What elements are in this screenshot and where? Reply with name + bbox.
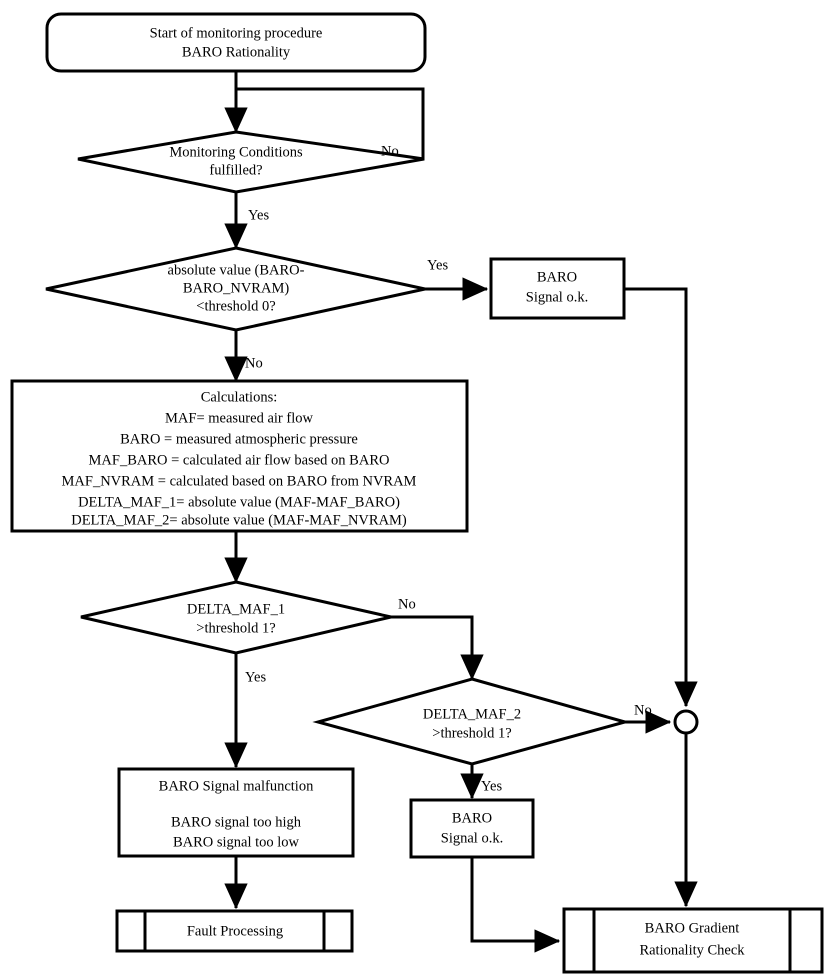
calculations-line4: MAF_BARO = calculated air flow based on … [89,452,390,468]
baro-signal-ok-top-line1: BARO [537,269,577,285]
decision-delta-maf-1-shape [80,580,392,655]
start-label-line1: Start of monitoring procedure [150,25,323,41]
baro-gradient-check-line1: BARO Gradient [645,920,740,936]
node-baro-signal-ok-top[interactable]: BARO Signal o.k. [489,257,626,320]
node-baro-signal-malfunction[interactable]: BARO Signal malfunction BARO signal too … [117,767,355,858]
edge-label-baro-threshold-yes: Yes [427,257,448,273]
baro-signal-ok-bottom-line1: BARO [452,810,492,826]
node-calculations[interactable]: Calculations: MAF= measured air flow BAR… [10,379,469,533]
calculations-line2: MAF= measured air flow [165,410,313,426]
baro-signal-malfunction-line1: BARO Signal malfunction [159,778,314,794]
edge-label-delta1-yes: Yes [245,669,266,685]
edge-label-baro-threshold-no: No [245,355,263,371]
decision-monitoring-shape [77,130,425,194]
calculations-line5: MAF_NVRAM = calculated based on BARO fro… [62,473,417,489]
node-decision-baro-threshold[interactable]: absolute value (BARO- BARO_NVRAM) <thres… [45,246,426,332]
calculations-line6: DELTA_MAF_1= absolute value (MAF-MAF_BAR… [78,494,400,510]
node-start[interactable]: Start of monitoring procedure BARO Ratio… [45,12,427,73]
node-decision-delta-maf-1[interactable]: DELTA_MAF_1 >threshold 1? [80,580,392,655]
node-decision-monitoring[interactable]: Monitoring Conditions fulfilled? [77,130,425,194]
baro-signal-ok-bottom-shape [409,798,535,859]
edge-label-delta2-yes: Yes [481,778,502,794]
calculations-line7: DELTA_MAF_2= absolute value (MAF-MAF_NVR… [71,512,407,528]
baro-gradient-check-line2: Rationality Check [639,942,745,958]
start-label-line2: BARO Rationality [182,44,291,60]
node-fault-processing[interactable]: Fault Processing [115,909,354,953]
calculations-line3: BARO = measured atmospheric pressure [120,431,358,447]
edge-label-monitoring-no: No [381,143,399,159]
decision-monitoring-line1: Monitoring Conditions [169,144,303,160]
calculations-line1: Calculations: [201,389,278,405]
node-decision-delta-maf-2[interactable]: DELTA_MAF_2 >threshold 1? [312,677,631,766]
merge-connector-circle [673,709,699,735]
start-terminator-shape [45,12,427,73]
edge-label-monitoring-yes: Yes [248,207,269,223]
decision-delta-maf-2-line1: DELTA_MAF_2 [423,706,521,722]
node-merge-connector[interactable] [673,709,699,735]
fault-processing-label: Fault Processing [187,923,283,939]
decision-delta-maf-1-line1: DELTA_MAF_1 [187,601,285,617]
edge-delta1-no [391,615,484,681]
decision-baro-threshold-line1: absolute value (BARO- [168,262,305,278]
decision-baro-threshold-line2: BARO_NVRAM) [183,280,290,296]
baro-signal-ok-top-shape [489,257,626,320]
baro-signal-ok-bottom-line2: Signal o.k. [441,830,503,846]
baro-gradient-check-shape [562,907,824,974]
baro-signal-malfunction-line2: BARO signal too high [171,814,302,830]
edge-label-delta1-no: No [398,596,416,612]
baro-signal-malfunction-shape [117,767,355,858]
decision-baro-threshold-line3: <threshold 0? [196,298,275,314]
decision-delta-maf-1-line2: >threshold 1? [196,620,275,636]
node-baro-signal-ok-bottom[interactable]: BARO Signal o.k. [409,798,535,859]
decision-baro-threshold-shape [45,246,426,332]
edge-label-delta2-no: No [634,702,652,718]
calculations-shape [10,379,469,533]
decision-delta-maf-2-line2: >threshold 1? [432,725,511,741]
fault-processing-shape [115,909,354,953]
baro-signal-ok-top-line2: Signal o.k. [526,289,588,305]
edge-baro-ok-bottom-to-gradient [470,857,561,953]
edge-baro-ok-top-to-merge [624,287,698,708]
baro-signal-malfunction-line3: BARO signal too low [173,834,300,850]
node-baro-gradient-check[interactable]: BARO Gradient Rationality Check [562,907,824,974]
decision-delta-maf-2-shape [312,677,631,766]
decision-monitoring-line2: fulfilled? [209,162,262,178]
